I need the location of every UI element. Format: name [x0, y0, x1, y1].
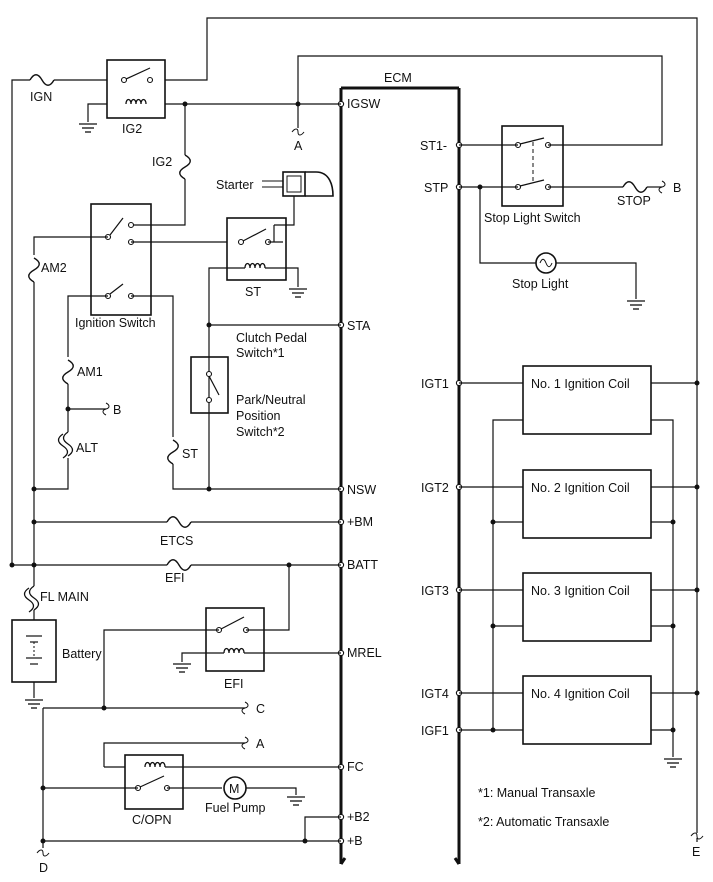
ig2-fuse-label: IG2 [152, 155, 172, 169]
starter-label: Starter [216, 178, 254, 192]
clutch-switch-label-2: Switch*1 [236, 346, 285, 360]
pin-b2: +B2 [347, 810, 370, 824]
connector-b-stop: B [673, 181, 681, 195]
connector-e: E [692, 845, 700, 859]
pin-igt3: IGT3 [421, 584, 449, 598]
stop-fuse-label: STOP [617, 194, 651, 208]
pin-igt1: IGT1 [421, 377, 449, 391]
pin-bm: +BM [347, 515, 373, 529]
pin-igf1: IGF1 [421, 724, 449, 738]
pin-fc: FC [347, 760, 364, 774]
am1-fuse-label: AM1 [77, 365, 103, 379]
park-switch-label-2: Position [236, 409, 281, 423]
ecm-box: ECM [339, 71, 461, 865]
connector-b-am1: B [113, 403, 121, 417]
connector-d: D [39, 861, 48, 875]
pin-st1: ST1- [420, 139, 447, 153]
battery [11, 619, 57, 683]
pin-sta: STA [347, 319, 371, 333]
efi-fuse-label: EFI [165, 571, 184, 585]
ign-fuse-label: IGN [30, 90, 52, 104]
ecm-title: ECM [384, 71, 412, 85]
park-switch-label-1: Park/Neutral [236, 393, 305, 407]
ignition-coil-3: No. 3 Ignition Coil [522, 572, 652, 642]
ignition-coil-4: No. 4 Ignition Coil [522, 675, 652, 745]
fl-main-fuse-label: FL MAIN [40, 590, 89, 604]
st-fuse-label: ST [182, 447, 198, 461]
etcs-fuse-label: ETCS [160, 534, 193, 548]
fuel-pump-motor-symbol: M [229, 782, 239, 796]
ignition-coil-2-label: No. 2 Ignition Coil [531, 481, 630, 495]
pin-mrel: MREL [347, 646, 382, 660]
ign-fuse-circuit: IGN [11, 74, 107, 565]
stop-light: Stop Light [512, 252, 569, 291]
connector-c: C [256, 702, 265, 716]
ignition-coil-3-label: No. 3 Ignition Coil [531, 584, 630, 598]
pin-nsw: NSW [347, 483, 376, 497]
clutch-switch-label-1: Clutch Pedal [236, 331, 307, 345]
starter: Starter [216, 171, 334, 197]
note-automatic-transaxle: *2: Automatic Transaxle [478, 815, 609, 829]
efi-relay: EFI [205, 607, 265, 691]
ignition-coil-2: No. 2 Ignition Coil [522, 469, 652, 539]
park-neutral-switch [190, 356, 229, 414]
stop-light-label: Stop Light [512, 277, 569, 291]
battery-label: Battery [62, 647, 102, 661]
alt-fuse-label: ALT [76, 441, 98, 455]
pin-stp: STP [424, 181, 448, 195]
pin-b: +B [347, 834, 363, 848]
connector-a-top: A [294, 139, 303, 153]
efi-relay-label: EFI [224, 677, 243, 691]
pin-igsw: IGSW [347, 97, 381, 111]
st-relay: ST [226, 217, 287, 299]
ignition-coil-1: No. 1 Ignition Coil [522, 365, 652, 435]
copn-relay: C/OPN [124, 754, 184, 827]
stop-light-switch: Stop Light Switch [484, 125, 581, 225]
pin-igt2: IGT2 [421, 481, 449, 495]
fuel-pump: M [223, 776, 247, 800]
ecm-left-pins: IGSW STA NSW +BM BATT MREL FC +B2 +B [337, 97, 382, 848]
st-relay-label: ST [245, 285, 261, 299]
connector-a-fc: A [256, 737, 265, 751]
pin-igt4: IGT4 [421, 687, 449, 701]
pin-batt: BATT [347, 558, 378, 572]
am2-fuse-label: AM2 [41, 261, 67, 275]
ignition-switch-label: Ignition Switch [75, 316, 156, 330]
ignition-coil-4-label: No. 4 Ignition Coil [531, 687, 630, 701]
ig2-relay: IG2 [106, 59, 166, 136]
fuel-pump-label: Fuel Pump [205, 801, 265, 815]
ignition-coil-1-label: No. 1 Ignition Coil [531, 377, 630, 391]
note-manual-transaxle: *1: Manual Transaxle [478, 786, 595, 800]
park-switch-label-3: Switch*2 [236, 425, 285, 439]
ig2-relay-label: IG2 [122, 122, 142, 136]
copn-relay-label: C/OPN [132, 813, 172, 827]
stop-light-switch-label: Stop Light Switch [484, 211, 581, 225]
ignition-switch: Ignition Switch [75, 203, 156, 330]
ecm-right-pins: ST1- STP IGT1 IGT2 IGT3 IGT4 IGF1 [420, 139, 463, 738]
